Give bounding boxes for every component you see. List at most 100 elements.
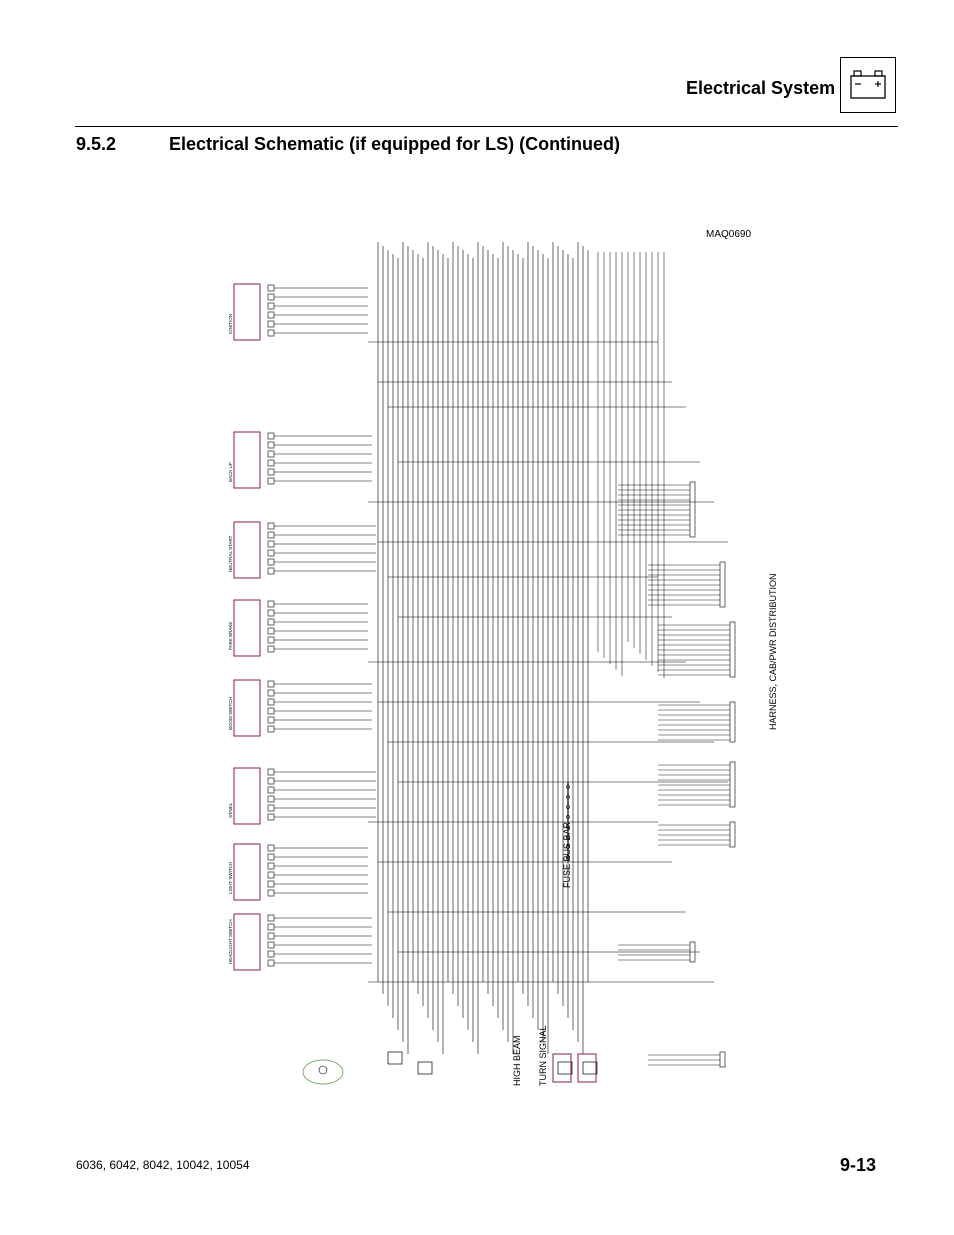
connector-pin xyxy=(267,862,275,870)
connector-block xyxy=(729,701,736,743)
connector-block xyxy=(689,481,696,538)
switch-box xyxy=(233,521,261,579)
connector-pin xyxy=(267,618,275,626)
connector-pin xyxy=(267,450,275,458)
connector-pin xyxy=(267,844,275,852)
connector-pin xyxy=(267,609,275,617)
electrical-schematic: IGNITION BACK UP NEUTRAL START PARK BRAKE BO… xyxy=(228,242,736,1085)
connector-pin xyxy=(267,707,275,715)
fuse-terminal xyxy=(566,855,570,859)
connector-pin xyxy=(267,522,275,530)
connector-pin xyxy=(267,768,275,776)
connector-pin xyxy=(267,531,275,539)
footer-models: 6036, 6042, 8042, 10042, 10054 xyxy=(76,1158,250,1172)
connector-pin xyxy=(267,432,275,440)
connector-pin xyxy=(267,558,275,566)
connector-pin xyxy=(267,284,275,292)
page-number: 9-13 xyxy=(840,1155,877,1175)
connector-pin xyxy=(267,549,275,557)
connector-block xyxy=(729,621,736,678)
connector-block xyxy=(689,941,696,963)
figure-code: MAQ0690 xyxy=(706,229,752,240)
switch-label: HEADLIGHT SWITCH xyxy=(228,919,233,964)
fuse-terminal xyxy=(566,805,570,809)
connector-pin xyxy=(267,645,275,653)
turn-signal-label: TURN SIGNAL xyxy=(538,1025,548,1086)
fuse-terminal xyxy=(566,815,570,819)
connector xyxy=(387,1051,403,1065)
page-heading: 9.5.2 Electrical Schematic (if equipped f… xyxy=(76,134,620,155)
connector-block xyxy=(719,561,726,608)
switch-label: NEUTRAL START xyxy=(228,535,233,572)
connector-pin xyxy=(267,932,275,940)
harness-label: HARNESS, CAB/PWR DISTRIBUTION xyxy=(768,573,778,730)
battery-icon xyxy=(840,57,896,113)
horn xyxy=(302,1059,344,1085)
switch-label: STABIL xyxy=(228,802,233,818)
connector-pin xyxy=(267,441,275,449)
switch-box xyxy=(233,283,261,341)
header-rule xyxy=(75,126,898,127)
heading-title: Electrical Schematic (if equipped for LS… xyxy=(169,134,621,154)
fuse-terminal xyxy=(566,845,570,849)
connector-pin xyxy=(267,804,275,812)
high-beam-label: HIGH BEAM xyxy=(512,1035,522,1086)
connector-pin xyxy=(267,636,275,644)
connector-pin xyxy=(267,959,275,967)
connector-block xyxy=(729,821,736,848)
connector-block xyxy=(729,761,736,808)
lamp-box xyxy=(552,1053,572,1083)
connector-pin xyxy=(267,293,275,301)
heading-number: 9.5.2 xyxy=(76,134,117,154)
connector-pin xyxy=(267,540,275,548)
horn-center xyxy=(318,1065,328,1075)
connector-pin xyxy=(267,567,275,575)
connector-pin xyxy=(267,716,275,724)
switch-box xyxy=(233,599,261,657)
connector-pin xyxy=(267,468,275,476)
connector-pin xyxy=(267,311,275,319)
fuse-terminal xyxy=(566,835,570,839)
connector-pin xyxy=(267,786,275,794)
connector-pin xyxy=(267,302,275,310)
connector-pin xyxy=(267,725,275,733)
switch-box xyxy=(233,679,261,737)
connector-pin xyxy=(267,329,275,337)
lamp-box xyxy=(577,1053,597,1083)
connector xyxy=(582,1061,598,1075)
switch-label: LIGHT SWITCH xyxy=(228,862,233,894)
switch-box xyxy=(233,913,261,971)
connector-pin xyxy=(267,813,275,821)
connector-pin xyxy=(267,795,275,803)
fuse-terminal xyxy=(566,785,570,789)
fuse-bus-bar-label: FUSE BUS BAR xyxy=(562,821,572,888)
connector xyxy=(417,1061,433,1075)
connector-pin xyxy=(267,941,275,949)
switch-box xyxy=(233,843,261,901)
connector-pin xyxy=(267,880,275,888)
connector-block xyxy=(719,1051,726,1068)
connector-pin xyxy=(267,689,275,697)
switch-box xyxy=(233,431,261,489)
switch-label: IGNITION xyxy=(228,314,233,334)
section-title: Electrical System xyxy=(686,78,836,98)
connector-pin xyxy=(267,923,275,931)
connector-pin xyxy=(267,477,275,485)
connector-pin xyxy=(267,914,275,922)
switch-label: BACK UP xyxy=(228,462,233,482)
connector-pin xyxy=(267,777,275,785)
connector-pin xyxy=(267,853,275,861)
connector-pin xyxy=(267,680,275,688)
switch-box xyxy=(233,767,261,825)
connector-pin xyxy=(267,600,275,608)
fuse-terminal xyxy=(566,825,570,829)
fuse-terminal xyxy=(566,795,570,799)
switch-label: BOOM SWITCH xyxy=(228,697,233,730)
connector-pin xyxy=(267,950,275,958)
switch-label: PARK BRAKE xyxy=(228,622,233,650)
connector-pin xyxy=(267,889,275,897)
connector-pin xyxy=(267,871,275,879)
connector-pin xyxy=(267,627,275,635)
connector-pin xyxy=(267,698,275,706)
connector-pin xyxy=(267,320,275,328)
